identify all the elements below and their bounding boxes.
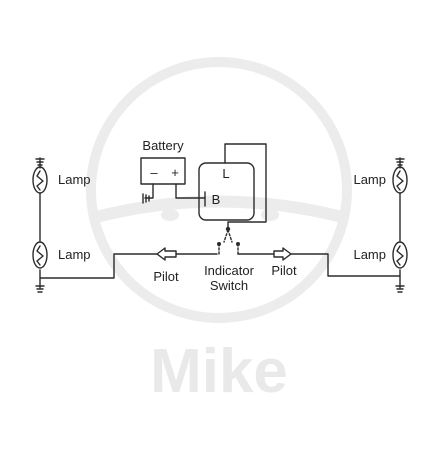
indicator-switch-arm-right (227, 229, 233, 243)
lamp-left-top-icon (32, 166, 48, 194)
relay-b-label: B (212, 192, 221, 207)
watermark-eye-right (261, 209, 279, 221)
lamp-right-bottom-icon (392, 241, 408, 269)
lamp-left-bottom-icon (32, 241, 48, 269)
lamp-right-bottom-label: Lamp (353, 247, 386, 262)
battery-plus-label: + (171, 165, 179, 180)
lamp-left-top-label: Lamp (58, 172, 91, 187)
lamp-left-bottom-label: Lamp (58, 247, 91, 262)
battery-negative-lead (144, 183, 154, 199)
battery-label: Battery (142, 138, 184, 153)
relay-l-lead (224, 143, 267, 229)
battery-minus-label: – (150, 165, 158, 180)
flasher-relay (198, 162, 255, 221)
indicator-switch-label-line1: Indicator (204, 263, 255, 278)
watermark-eye-left (161, 209, 179, 221)
switch-right-contact (236, 242, 240, 246)
pilot-right-arrow-icon (273, 247, 292, 261)
watermark-ring (86, 57, 352, 323)
relay-l-label: L (222, 166, 229, 181)
indicator-switch-arm-left (223, 229, 229, 243)
battery-positive-lead (175, 183, 206, 199)
battery-box (140, 157, 186, 185)
lamp-right-top-icon (392, 166, 408, 194)
lamp-right-top-label: Lamp (353, 172, 386, 187)
watermark-swoosh (90, 195, 348, 224)
indicator-switch-label-line2: Switch (210, 278, 248, 293)
pilot-left-arrow-icon (156, 247, 177, 261)
switch-left-contact (217, 242, 221, 246)
pilot-left-label: Pilot (153, 269, 179, 284)
watermark-text: Mike (150, 337, 288, 406)
pilot-right-label: Pilot (271, 263, 297, 278)
switch-common-contact (225, 226, 231, 232)
